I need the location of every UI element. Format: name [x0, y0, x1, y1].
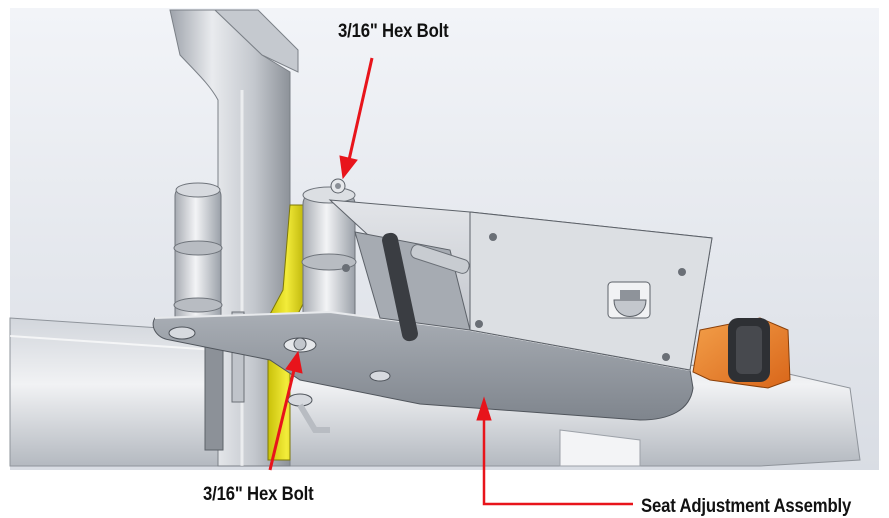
- assembly-arrow: [476, 396, 633, 506]
- lower-hex-bolt: [283, 337, 317, 353]
- latch-mechanism: [607, 281, 651, 319]
- bottom-bolt-arrow: [268, 350, 303, 471]
- side-plate: [152, 311, 694, 421]
- spring-rod: [382, 232, 418, 342]
- bottom-bolt-label: 3/16" Hex Bolt: [203, 484, 314, 505]
- left-roller-stack: [173, 182, 223, 327]
- top-bolt-label: 3/16" Hex Bolt: [338, 21, 449, 42]
- top-bolt-arrow: [339, 57, 374, 180]
- orange-handle: [692, 317, 791, 389]
- seat-adjustment-assembly-label: Seat Adjustment Assembly: [641, 496, 852, 517]
